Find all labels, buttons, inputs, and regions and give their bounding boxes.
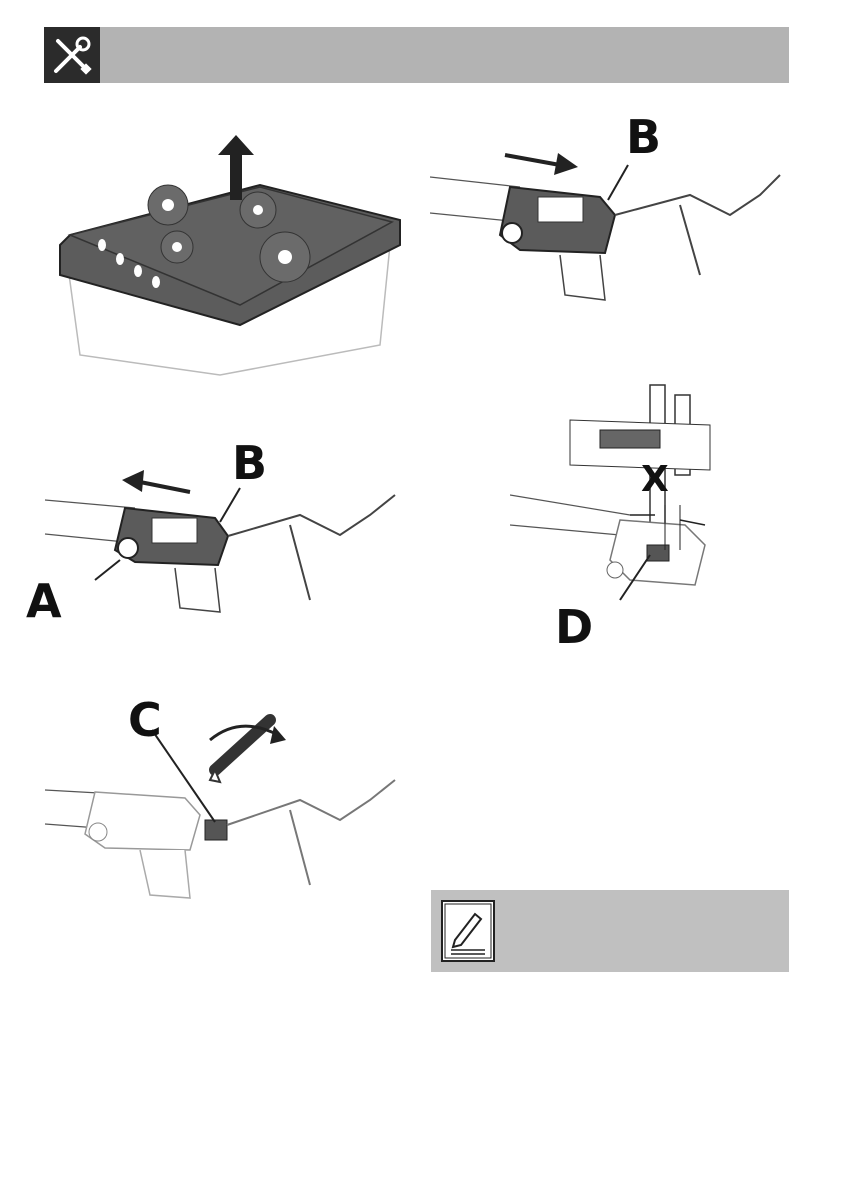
wrench-loosen-figure (40, 700, 410, 900)
callout-d: D (555, 604, 593, 650)
callout-x: X (641, 462, 669, 498)
pencil-note-icon (441, 900, 495, 962)
callout-c: C (128, 697, 162, 743)
callout-b-left: B (232, 440, 267, 486)
arrow-right-icon (505, 153, 578, 175)
burner-slide-left-figure (40, 460, 410, 650)
hob-lift-figure (40, 125, 410, 385)
tools-icon (44, 27, 100, 83)
burner-slide-right-figure (430, 105, 800, 325)
callout-a: A (26, 578, 62, 624)
arrow-left-icon (122, 470, 190, 492)
wrench-icon (210, 720, 286, 782)
note-box (431, 890, 789, 972)
header-bar (44, 27, 789, 83)
callout-b-top: B (626, 114, 661, 160)
